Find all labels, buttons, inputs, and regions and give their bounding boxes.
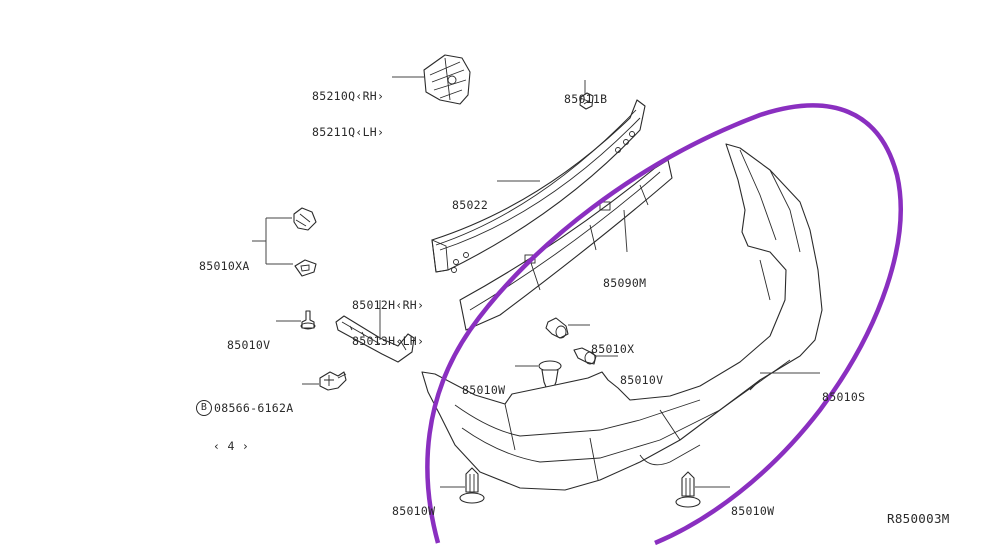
callout-85010XA[interactable]: 85010XA (199, 236, 250, 284)
callout-85210Q[interactable]: 85210Q‹RH› 85211Q‹LH› (312, 66, 384, 150)
callout-85090M[interactable]: 85090M (603, 253, 646, 301)
callout-line: 85010S (822, 390, 866, 404)
callout-85010V-right[interactable]: 85010V (620, 350, 663, 398)
callout-line: 85012H‹RH› (352, 298, 425, 312)
part-85010V-screw-left[interactable] (300, 310, 316, 330)
callout-85012H[interactable]: 85012H‹RH› 85013H‹LH› (352, 275, 424, 359)
callout-85022[interactable]: 85022 (452, 175, 488, 223)
callout-line: 85013H‹LH› (352, 334, 425, 348)
callout-line: 85010XA (199, 259, 250, 273)
callout-line: 08566-6162A (214, 401, 294, 415)
bolt-badge-icon: B (196, 400, 212, 416)
callout-line: 85010V (620, 373, 664, 387)
callout-line: 85010X (591, 342, 635, 356)
reference-code: R850003M (887, 511, 950, 526)
part-85010W-clip-bottom-right[interactable] (675, 471, 701, 508)
callout-line: 85010V (227, 338, 271, 352)
callout-85010W-bottom-left[interactable]: 85010W (392, 481, 435, 529)
part-85010XA-clips[interactable] (293, 207, 317, 277)
part-08566-bolt[interactable] (319, 371, 347, 391)
callout-85010X[interactable]: 85010X (591, 319, 634, 367)
part-85210Q-bracket[interactable] (423, 54, 471, 105)
callout-line: 85210Q‹RH› (312, 89, 385, 103)
callout-85010W-top[interactable]: 85010W (462, 360, 505, 408)
callout-85010S[interactable]: 85010S (822, 367, 865, 415)
part-85012H-bracket[interactable] (335, 315, 415, 363)
callout-line: 85211Q‹LH› (312, 125, 385, 139)
callout-qty: ‹ 4 › (213, 439, 250, 453)
callout-line: 85011B (564, 92, 608, 106)
part-85010X-clip[interactable] (545, 317, 569, 339)
callout-line: 85090M (603, 276, 647, 290)
part-85010W-clip-bottom-left[interactable] (459, 467, 485, 504)
callout-85011B[interactable]: 85011B (564, 69, 607, 117)
callout-85010V-left[interactable]: 85010V (227, 315, 270, 363)
part-85011B-nut[interactable] (579, 92, 594, 110)
part-85010V-screw-right[interactable] (573, 347, 597, 365)
part-85090M-absorber[interactable] (459, 159, 673, 331)
callout-line: 85010W (392, 504, 436, 518)
part-85022-reinforcement[interactable] (431, 99, 646, 273)
callout-08566[interactable]: B 08566-6162A ‹ 4 › (196, 376, 293, 464)
callout-85010W-bottom-right[interactable]: 85010W (731, 481, 774, 529)
callout-line: 85022 (452, 198, 489, 212)
callout-line: 85010W (731, 504, 775, 518)
callout-line: 85010W (462, 383, 506, 397)
highlight-ellipse (425, 103, 903, 545)
part-85010S-fascia[interactable] (421, 143, 823, 491)
